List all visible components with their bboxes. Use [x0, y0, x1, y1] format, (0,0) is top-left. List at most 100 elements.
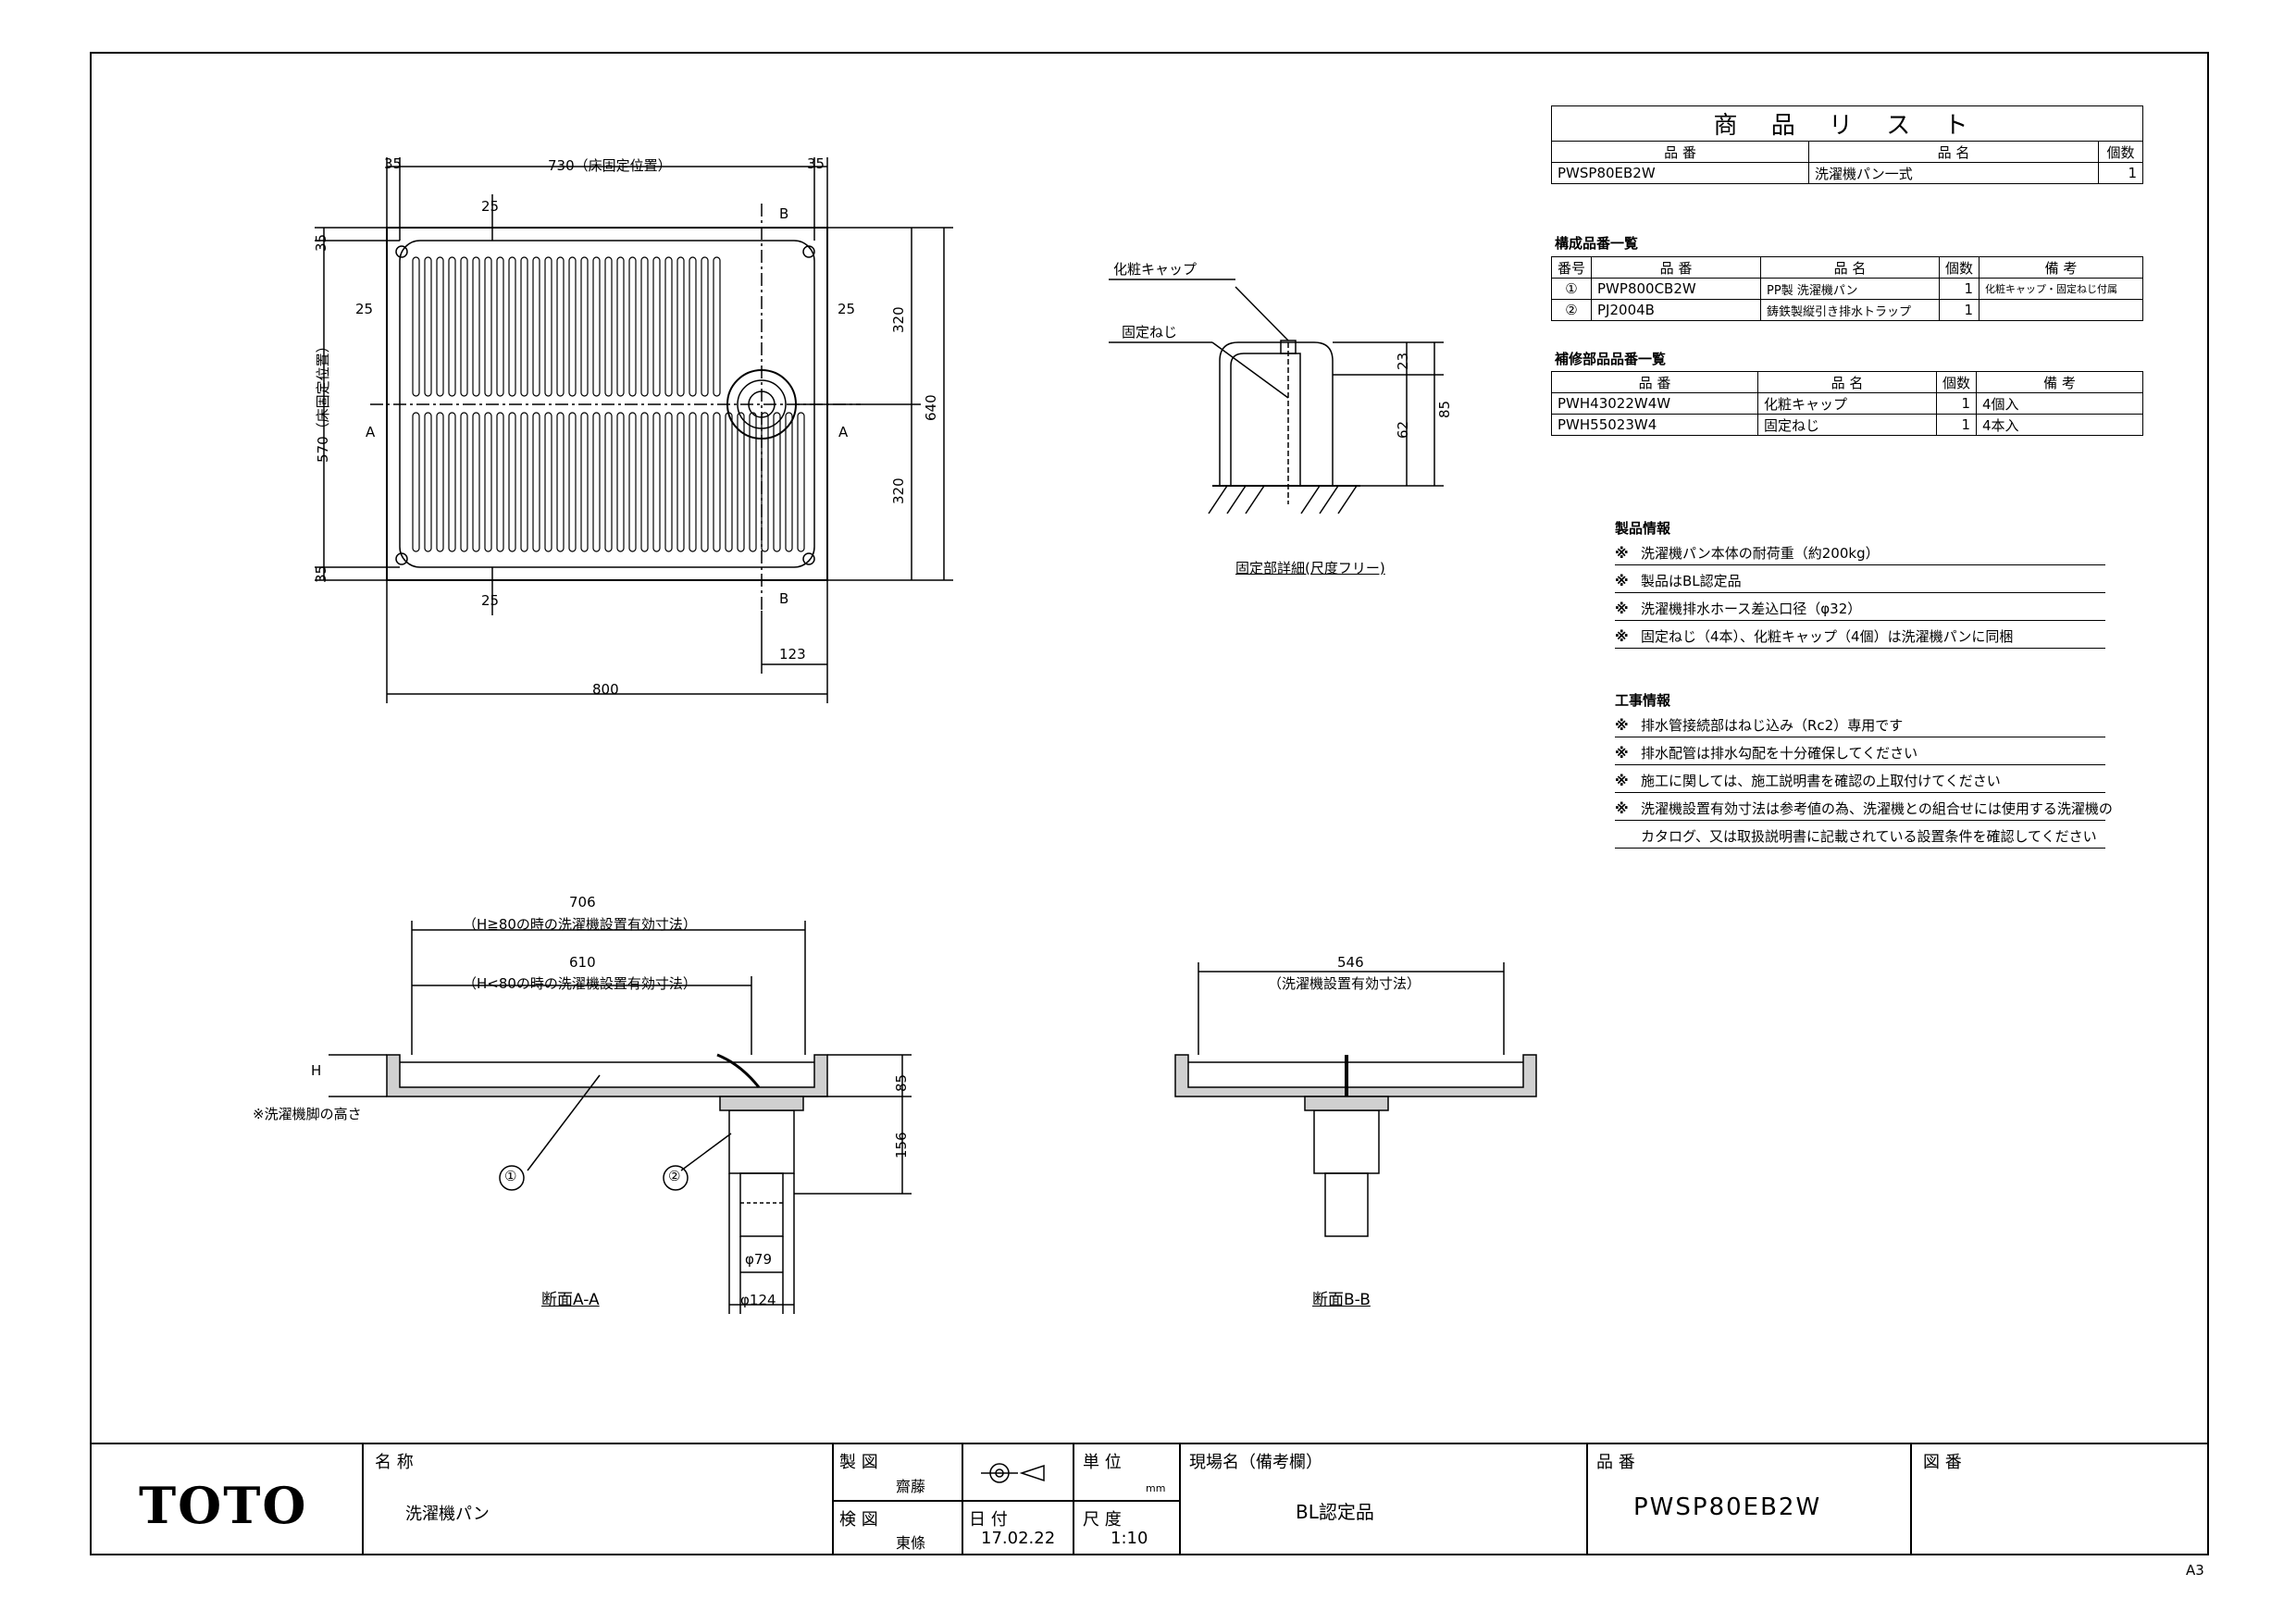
comp-notes: [1979, 299, 2143, 321]
drain-rib: [749, 412, 757, 552]
pl-code: PWSP80EB2W: [1551, 162, 1809, 184]
dim-570: 570（床固定位置）: [315, 339, 331, 463]
projection-symbol: [981, 1463, 1045, 1483]
drain-rib: [725, 412, 733, 552]
drain-rib: [424, 256, 432, 397]
drain-rib: [701, 256, 709, 397]
drain-rib: [773, 412, 781, 552]
callout-1: ①: [504, 1168, 517, 1184]
drain-rib: [592, 412, 601, 552]
tb-unit-value: mm: [1146, 1482, 1166, 1494]
drain-rib: [604, 256, 613, 397]
comp-header-code: 品 番: [1591, 256, 1762, 279]
toto-logo: TOTO: [139, 1476, 308, 1535]
construction-info-item: ※施工に関しては、施工説明書を確認の上取付けてください: [1615, 768, 2105, 793]
dim-730: 730（床固定位置）: [548, 157, 672, 174]
drain-rib: [520, 412, 528, 552]
aa-trap: [728, 1109, 795, 1174]
tb-date-label: 日 付: [969, 1510, 1008, 1530]
comp-code: PJ2004B: [1591, 299, 1762, 321]
drain-rib: [664, 412, 673, 552]
aa-note-706: （H≧80の時の洗濯機設置有効寸法）: [463, 916, 697, 933]
drain-rib: [785, 412, 793, 552]
drain-rib: [689, 256, 697, 397]
paper-size: A3: [2186, 1562, 2204, 1579]
tb-site-value: BL認定品: [1296, 1501, 1374, 1523]
note-text: 洗濯機パン本体の耐荷重（約200kg）: [1641, 545, 1880, 562]
comp-code: PWP800CB2W: [1591, 278, 1762, 300]
drain-rib: [592, 256, 601, 397]
drain-rib: [797, 412, 805, 552]
product-info-item: ※洗濯機排水ホース差込口径（φ32）: [1615, 596, 2105, 621]
product-info-title: 製品情報: [1615, 520, 1671, 537]
sp-header-notes: 備 考: [1976, 371, 2143, 393]
drain-rib: [544, 412, 552, 552]
section-a-right: A: [838, 424, 849, 440]
sp-header-qty: 個数: [1935, 371, 1978, 393]
aa-dim-706: 706: [569, 894, 596, 911]
drain-rib: [460, 412, 468, 552]
bb-note-546: （洗濯機設置有効寸法）: [1268, 975, 1421, 992]
drain-rib: [640, 256, 649, 397]
bolt-hole: [395, 552, 408, 565]
title-block-lines: [90, 1443, 2209, 1555]
bb-tray-profile: [1174, 1054, 1537, 1097]
dim-800: 800: [592, 681, 619, 698]
drain-rib: [640, 412, 649, 552]
dim-25-bottom: 25: [481, 592, 500, 609]
note-mark: ※: [1615, 628, 1629, 645]
comp-header-no: 番号: [1550, 256, 1593, 279]
spare-parts-table: 品 番 品 名 個数 備 考 PWH43022W4W 化粧キャップ 1 4個入 …: [1551, 371, 2143, 436]
drain-rib: [484, 412, 492, 552]
aa-note-610: （H<80の時の洗濯機設置有効寸法）: [463, 975, 697, 992]
drain-rib: [568, 412, 577, 552]
detail-view: [1109, 279, 1444, 514]
drain-rib: [412, 412, 420, 552]
construction-info-title: 工事情報: [1615, 692, 1671, 709]
bolt-hole: [802, 552, 815, 565]
dim-123: 123: [779, 646, 806, 663]
note-text: 排水配管は排水勾配を十分確保してください: [1641, 745, 1918, 762]
bb-caption: 断面B-B: [1312, 1291, 1371, 1309]
sp-header-code: 品 番: [1551, 371, 1758, 393]
comp-qty: 1: [1939, 299, 1980, 321]
tb-checked-label: 検 図: [839, 1510, 878, 1530]
pl-qty: 1: [2098, 162, 2143, 184]
section-bb: [1174, 962, 1537, 1237]
bb-trap: [1313, 1109, 1380, 1174]
sp-notes: 4本入: [1976, 414, 2143, 436]
sp-code: PWH55023W4: [1551, 414, 1758, 436]
tb-checked-value: 東條: [896, 1534, 926, 1552]
construction-info-continuation: カタログ、又は取扱説明書に記載されている設置条件を確認してください: [1615, 824, 2105, 849]
aa-pipe: [739, 1172, 784, 1237]
aa-dim-156: 156: [893, 1132, 910, 1158]
note-mark: ※: [1615, 545, 1629, 562]
table-row: PWH43022W4W 化粧キャップ 1 4個入: [1551, 392, 2143, 415]
tb-name-label: 名 称: [375, 1453, 414, 1472]
sp-name: 化粧キャップ: [1757, 392, 1937, 415]
comp-notes: 化粧キャップ・固定ねじ付属: [1979, 278, 2143, 300]
drain-rib: [484, 256, 492, 397]
drain-rib: [460, 256, 468, 397]
aa-dim-79: φ79: [745, 1251, 772, 1268]
sp-qty: 1: [1935, 392, 1978, 415]
drain-rib: [628, 256, 637, 397]
components-table: 番号 品 番 品 名 個数 備 考 ① PWP800CB2W PP製 洗濯機パン…: [1550, 256, 2143, 321]
dim-640: 640: [923, 394, 939, 421]
drain-rib: [628, 412, 637, 552]
drain-rib: [448, 412, 456, 552]
drain-rib: [689, 412, 697, 552]
tb-product-label: 品 番: [1596, 1453, 1635, 1472]
drawing-frame: [90, 52, 2209, 1555]
sp-name: 固定ねじ: [1757, 414, 1937, 436]
dim-320-upper: 320: [890, 306, 907, 333]
drain-rib: [556, 412, 565, 552]
bb-dim-546: 546: [1337, 954, 1364, 971]
components-title: 構成品番一覧: [1555, 235, 1639, 252]
drain-rib: [472, 412, 480, 552]
sp-header-name: 品 名: [1757, 371, 1937, 393]
drain-rib: [580, 256, 589, 397]
note-text: 洗濯機設置有効寸法は参考値の為、洗濯機との組合せには使用する洗濯機の: [1641, 800, 2113, 817]
drain-rib: [713, 412, 721, 552]
